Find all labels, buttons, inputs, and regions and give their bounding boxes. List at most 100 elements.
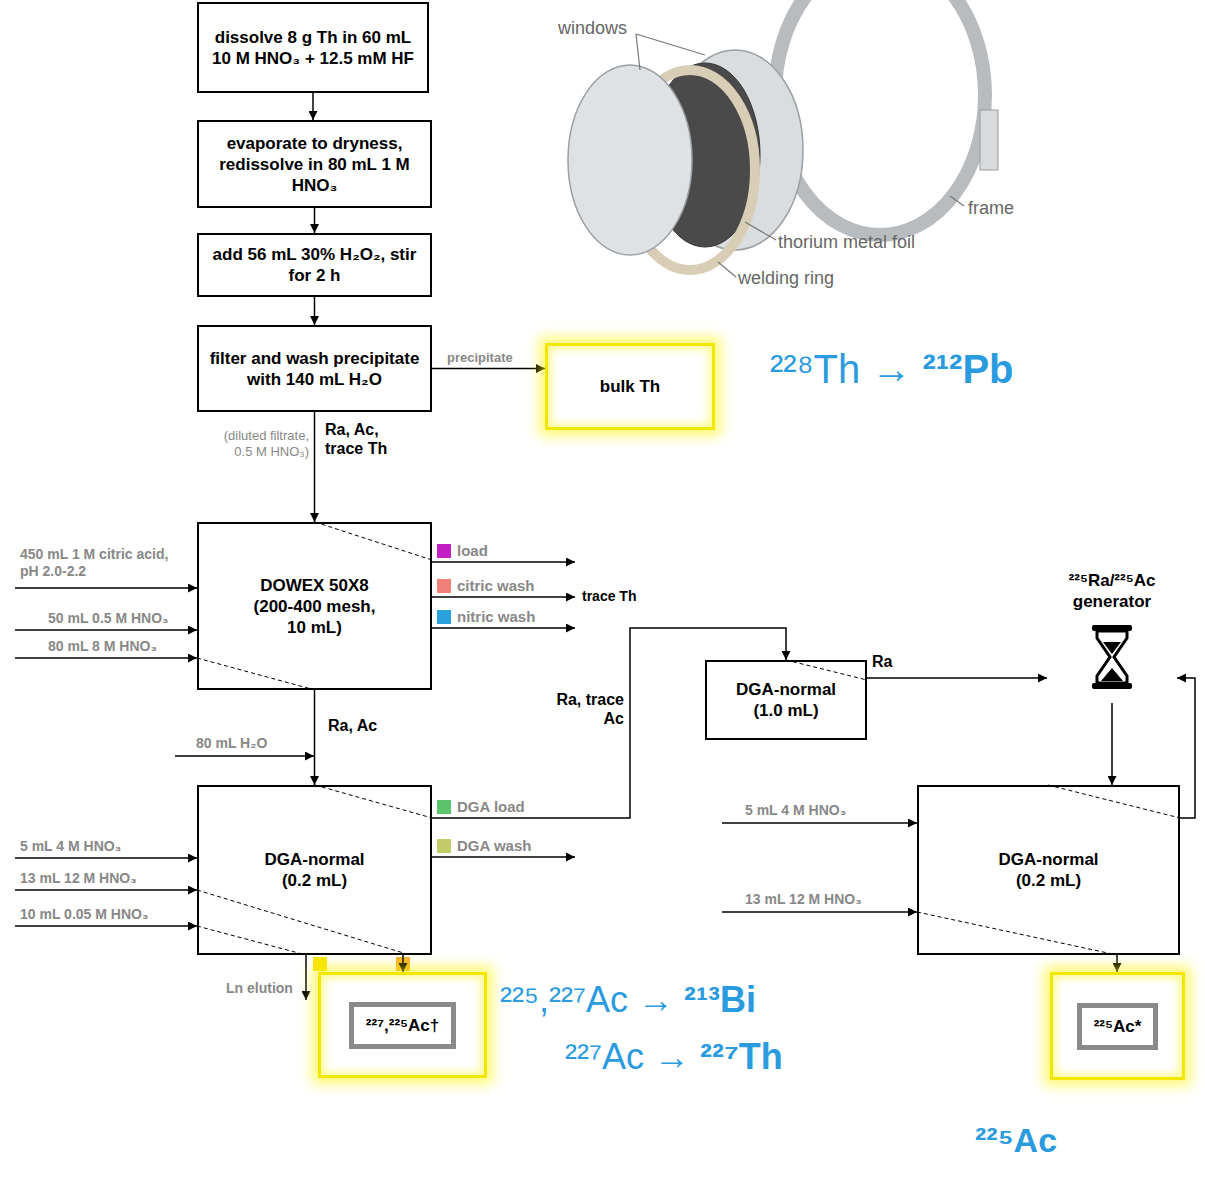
leader-line: [636, 34, 705, 55]
decay-note: ²²⁵,²²⁷Ac → ²¹³Bi: [500, 978, 756, 1021]
product-box: ²²⁷,²²⁵Ac†: [318, 972, 487, 1078]
output-arrow: [432, 627, 575, 629]
fraction-label: DGA load: [457, 798, 525, 816]
decay-note: ²²⁸Th → ²¹²Pb: [770, 345, 1014, 393]
dashed-path: [786, 660, 867, 680]
input-arrow: [722, 911, 917, 913]
output-arrow: [432, 856, 575, 858]
input-arrow: [15, 857, 197, 859]
dashed-path: [197, 926, 306, 955]
dashed-path: [917, 912, 1117, 955]
node-text: filter and wash precipitate with 140 mL …: [207, 348, 422, 390]
fraction-marker: [313, 957, 327, 971]
product-note: ²²⁵Ac: [975, 1120, 1057, 1161]
flow-arrow: [1116, 955, 1118, 972]
reagent-label: 13 mL 12 M HNO₃: [745, 891, 862, 908]
input-arrow: [175, 755, 314, 757]
input-arrow: [15, 657, 197, 659]
flow-arrow: [314, 412, 316, 522]
flow-arrow: [402, 955, 404, 972]
flow-arrow: [432, 368, 545, 370]
leader-line: [718, 262, 736, 277]
column-box: DGA-normal (0.2 mL): [197, 785, 432, 955]
dashed-path: [315, 785, 432, 818]
leader-line: [950, 196, 964, 206]
edge-label: Ra, Ac: [328, 716, 377, 735]
stream-label: trace Th: [582, 588, 636, 605]
window-disc: [568, 65, 692, 255]
reagent-label: 13 mL 12 M HNO₃: [20, 870, 137, 887]
part-label: windows: [558, 18, 627, 40]
flow-arrow: [312, 93, 314, 120]
part-label: thorium metal foil: [778, 232, 915, 254]
node-text: DGA-normal (0.2 mL): [255, 849, 375, 891]
input-arrow: [15, 587, 197, 589]
hourglass-icon: [1090, 624, 1134, 690]
dashed-path: [1048, 785, 1180, 818]
product-box: bulk Th: [545, 343, 715, 430]
process-box: add 56 mL 30% H₂O₂, stir for 2 h: [197, 233, 432, 297]
edge-label: Ra: [872, 652, 892, 671]
node-text: ²²⁵Ac*: [1094, 1016, 1142, 1037]
fraction-marker: [437, 610, 451, 624]
flow-arrow: [1111, 703, 1113, 785]
fraction-marker: [437, 544, 451, 558]
reagent-label: 5 mL 4 M HNO₃: [745, 802, 846, 819]
dashed-path: [315, 522, 432, 560]
reagent-label: 80 mL H₂O: [196, 735, 267, 752]
edge-label: Ra, Ac, trace Th: [325, 420, 415, 458]
node-text: DOWEX 50X8 (200-400 mesh, 10 mL): [245, 575, 385, 638]
output-arrow: [432, 596, 575, 598]
output-arrow: [432, 561, 575, 563]
fraction-label: citric wash: [457, 577, 535, 595]
column-box: DGA-normal (1.0 mL): [705, 660, 867, 740]
reagent-label: 10 mL 0.05 M HNO₃: [20, 906, 148, 923]
product-label-box: ²²⁵Ac*: [1077, 1003, 1159, 1050]
fraction-marker: [437, 800, 451, 814]
node-text: DGA-normal (1.0 mL): [731, 679, 841, 721]
column-box: DGA-normal (0.2 mL): [917, 785, 1180, 955]
stream-note: (diluted filtrate, 0.5 M HNO₃): [205, 428, 309, 459]
flow-arrow: [867, 677, 1047, 679]
node-text: add 56 mL 30% H₂O₂, stir for 2 h: [207, 244, 422, 286]
node-text: bulk Th: [600, 376, 660, 397]
input-arrow: [15, 925, 197, 927]
node-text: dissolve 8 g Th in 60 mL 10 M HNO₃ + 12.…: [207, 27, 419, 69]
leader-line: [745, 222, 776, 240]
reagent-label: 80 mL 8 M HNO₃: [48, 638, 157, 655]
input-arrow: [15, 889, 197, 891]
flow-arrow: [314, 208, 316, 233]
dashed-path: [197, 890, 410, 955]
input-arrow: [722, 822, 917, 824]
reagent-label: 450 mL 1 M citric acid, pH 2.0-2.2: [20, 546, 170, 580]
fraction-label: Ln elution: [226, 980, 293, 997]
fraction-label: load: [457, 542, 488, 560]
frame-ring: [775, 0, 985, 235]
process-box: filter and wash precipitate with 140 mL …: [197, 325, 432, 412]
reagent-label: 50 mL 0.5 M HNO₃: [48, 610, 169, 627]
flow-arrow: [432, 628, 786, 818]
fraction-marker: [437, 579, 451, 593]
product-label-box: ²²⁷,²²⁵Ac†: [349, 1002, 457, 1049]
leader-line: [636, 34, 640, 70]
fraction-marker: [437, 839, 451, 853]
product-box: ²²⁵Ac*: [1050, 972, 1185, 1080]
process-box: evaporate to dryness, redissolve in 80 m…: [197, 120, 432, 208]
node-text: evaporate to dryness, redissolve in 80 m…: [207, 133, 422, 196]
output-arrow: [305, 955, 307, 1000]
flow-arrow: [314, 690, 316, 785]
part-label: welding ring: [738, 268, 834, 290]
edge-label: Ra, trace Ac: [538, 690, 624, 728]
process-box: dissolve 8 g Th in 60 mL 10 M HNO₃ + 12.…: [197, 2, 429, 93]
node-text: ²²⁵Ra/²²⁵Ac generator: [1049, 570, 1175, 612]
reagent-label: 5 mL 4 M HNO₃: [20, 838, 121, 855]
node-text: ²²⁷,²²⁵Ac†: [366, 1015, 440, 1036]
edge-label: precipitate: [447, 350, 513, 366]
fraction-label: DGA wash: [457, 837, 531, 855]
node-text: DGA-normal (0.2 mL): [989, 849, 1109, 891]
dashed-path: [197, 658, 315, 690]
column-box: DOWEX 50X8 (200-400 mesh, 10 mL): [197, 522, 432, 690]
input-arrow: [15, 629, 197, 631]
decay-note: ²²⁷Ac → ²²⁷Th: [565, 1035, 783, 1078]
